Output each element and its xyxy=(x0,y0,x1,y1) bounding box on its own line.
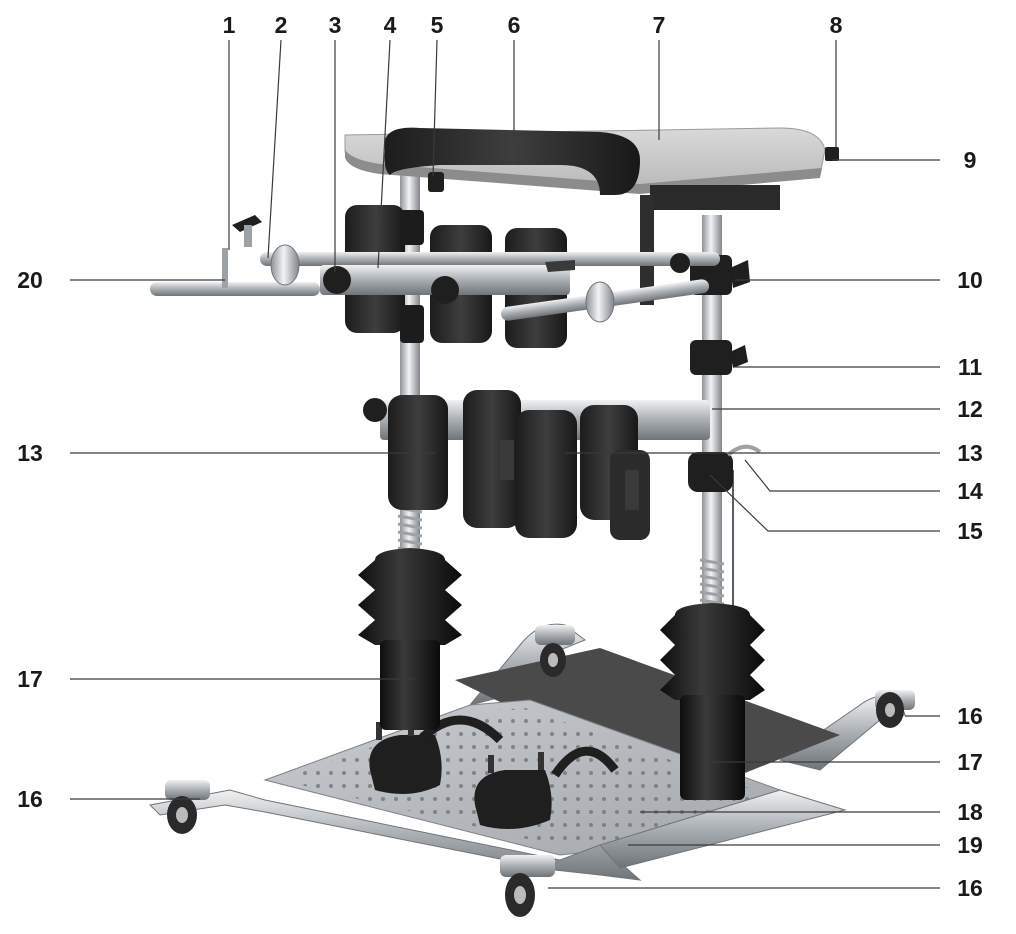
leader-4 xyxy=(377,39,391,269)
foot-holders xyxy=(369,715,619,829)
leader-5 xyxy=(432,39,438,177)
label-2: 2 xyxy=(275,12,288,38)
label-10: 10 xyxy=(957,267,983,293)
castor-rear-right xyxy=(875,690,915,728)
chest-pad xyxy=(384,127,640,195)
label-16-right-top: 16 xyxy=(957,703,983,729)
label-19: 19 xyxy=(957,832,983,858)
label-6: 6 xyxy=(508,12,521,38)
label-20: 20 xyxy=(17,267,43,293)
label-17-left: 17 xyxy=(17,666,43,692)
leader-15 xyxy=(709,474,940,532)
label-11: 11 xyxy=(958,354,983,380)
base-frame xyxy=(148,623,906,881)
leader-2 xyxy=(267,39,282,259)
label-15: 15 xyxy=(957,518,983,544)
label-1: 1 xyxy=(223,12,236,38)
support-bars xyxy=(150,215,720,323)
label-7: 7 xyxy=(653,12,666,38)
label-13-left: 13 xyxy=(17,440,43,466)
label-4: 4 xyxy=(384,12,397,38)
label-8: 8 xyxy=(830,12,843,38)
label-17-right: 17 xyxy=(957,749,983,775)
label-14: 14 xyxy=(957,478,983,504)
castor-front-right xyxy=(500,855,555,917)
leader-lines xyxy=(70,39,940,889)
tray xyxy=(344,127,839,305)
label-16-right-bottom: 16 xyxy=(957,875,983,901)
column-right xyxy=(660,215,765,800)
callout-labels: 1 2 3 4 5 6 7 8 9 10 11 12 13 13 14 15 1… xyxy=(17,12,983,901)
label-9: 9 xyxy=(964,147,977,173)
label-18: 18 xyxy=(957,799,983,825)
leader-14 xyxy=(744,459,940,492)
label-12: 12 xyxy=(957,396,983,422)
castor-front-left xyxy=(165,780,210,834)
label-5: 5 xyxy=(431,12,444,38)
label-16-left: 16 xyxy=(17,786,43,812)
label-13-right: 13 xyxy=(957,440,983,466)
label-3: 3 xyxy=(329,12,342,38)
knee-pads xyxy=(363,390,762,540)
castor-rear-left xyxy=(535,625,575,677)
